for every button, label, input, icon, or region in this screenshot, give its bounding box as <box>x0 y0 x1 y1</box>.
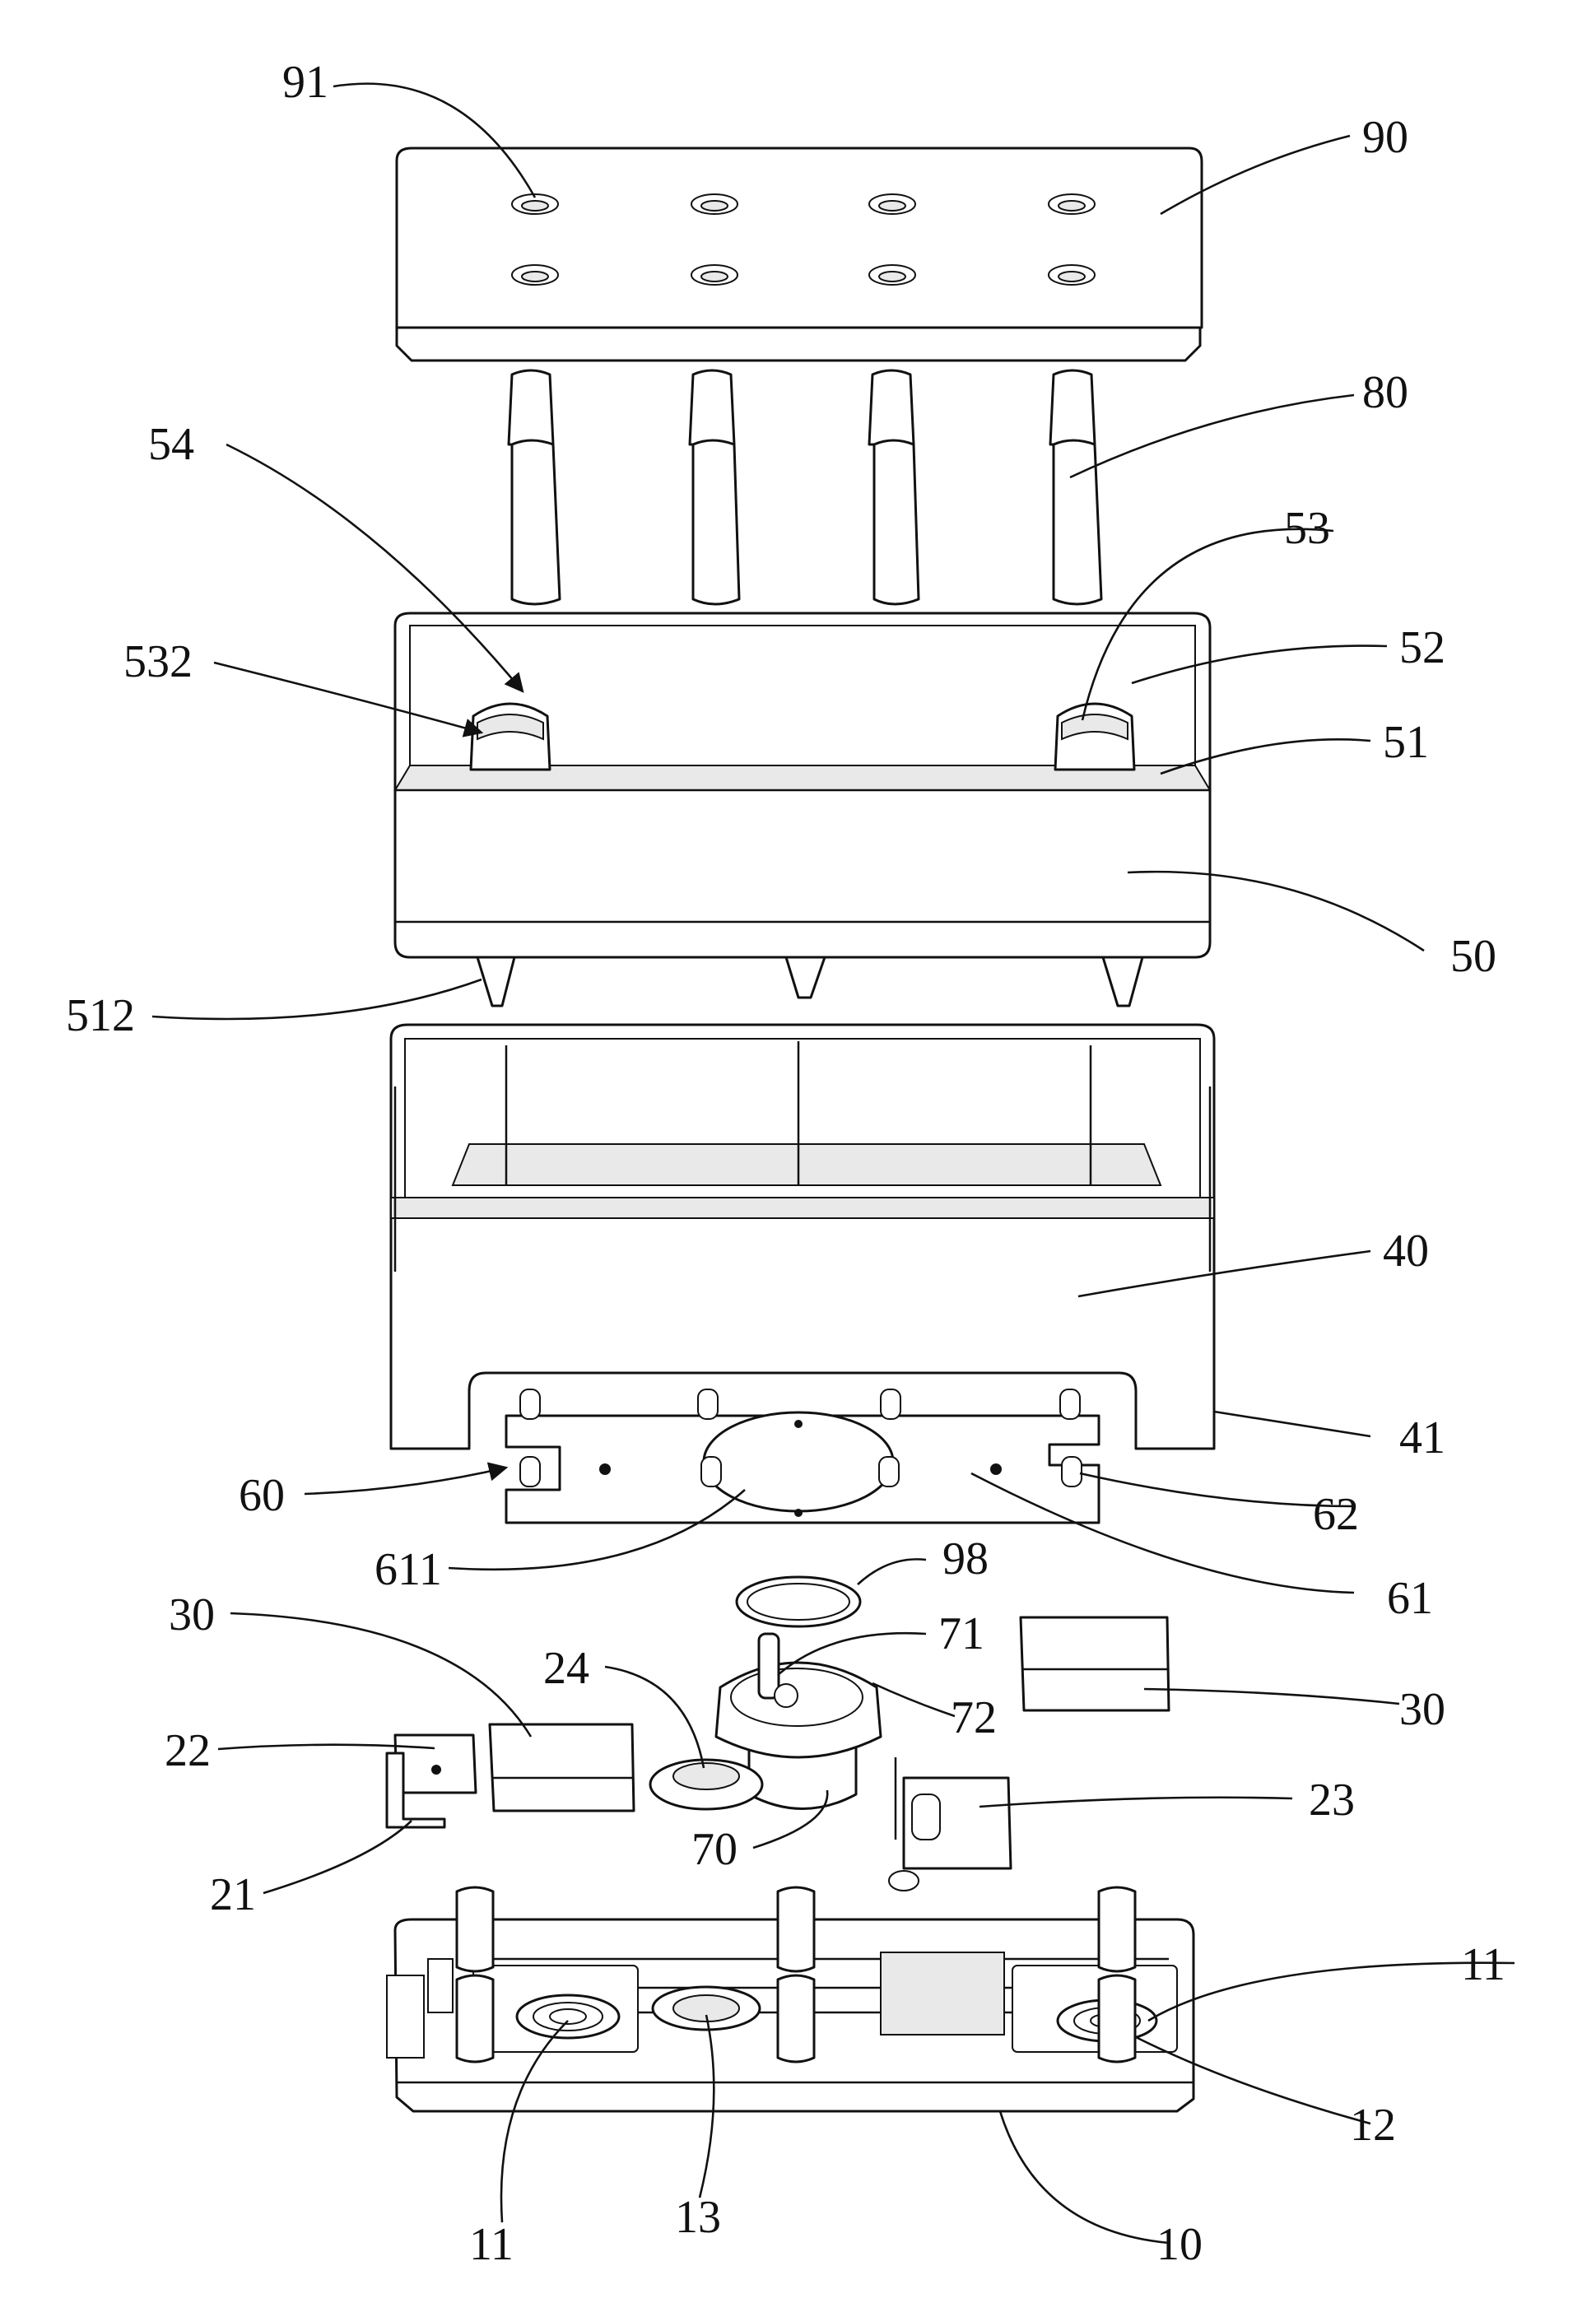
label-30-right: 30 <box>1399 1684 1445 1735</box>
tubes-80 <box>509 370 1101 604</box>
label-50: 50 <box>1450 931 1496 982</box>
label-11-right: 11 <box>1461 1939 1505 1990</box>
top-plate-90 <box>397 148 1202 361</box>
lower-housing-40 <box>391 1025 1214 1449</box>
label-71: 71 <box>938 1608 984 1659</box>
speaker-11-left <box>517 1995 619 2038</box>
label-12: 12 <box>1350 2100 1396 2151</box>
label-90: 90 <box>1362 112 1408 163</box>
label-10: 10 <box>1156 2219 1203 2270</box>
sound-hole-13 <box>653 1987 760 2030</box>
label-40: 40 <box>1383 1226 1429 1277</box>
label-62: 62 <box>1313 1489 1359 1540</box>
buzzer-24 <box>650 1760 762 1809</box>
label-80: 80 <box>1362 367 1408 418</box>
label-24: 24 <box>543 1643 589 1694</box>
label-532: 532 <box>123 636 193 687</box>
label-41: 41 <box>1399 1412 1445 1463</box>
label-61: 61 <box>1387 1573 1433 1624</box>
label-54: 54 <box>148 419 194 470</box>
label-98: 98 <box>942 1533 989 1584</box>
label-70: 70 <box>691 1824 738 1875</box>
label-91: 91 <box>282 57 328 108</box>
label-51: 51 <box>1383 717 1429 768</box>
label-60: 60 <box>239 1470 285 1521</box>
label-52: 52 <box>1399 622 1445 673</box>
sensor-module-23 <box>889 1757 1011 1891</box>
label-30-left: 30 <box>169 1589 215 1640</box>
label-13: 13 <box>675 2192 721 2243</box>
label-23: 23 <box>1309 1775 1355 1826</box>
label-53: 53 <box>1284 503 1330 554</box>
upper-housing-50 <box>395 613 1210 1006</box>
circuit-board-61 <box>506 1389 1099 1523</box>
battery-30-right <box>1021 1617 1169 1710</box>
label-512: 512 <box>66 990 135 1041</box>
battery-30-left <box>490 1724 634 1811</box>
label-11-left: 11 <box>469 2219 514 2270</box>
label-22: 22 <box>165 1725 211 1776</box>
switch-22 <box>395 1735 476 1793</box>
o-ring-98 <box>737 1577 860 1626</box>
label-21: 21 <box>210 1869 256 1920</box>
base-10 <box>387 1887 1194 2111</box>
label-611: 611 <box>375 1544 442 1595</box>
label-72: 72 <box>951 1692 997 1743</box>
